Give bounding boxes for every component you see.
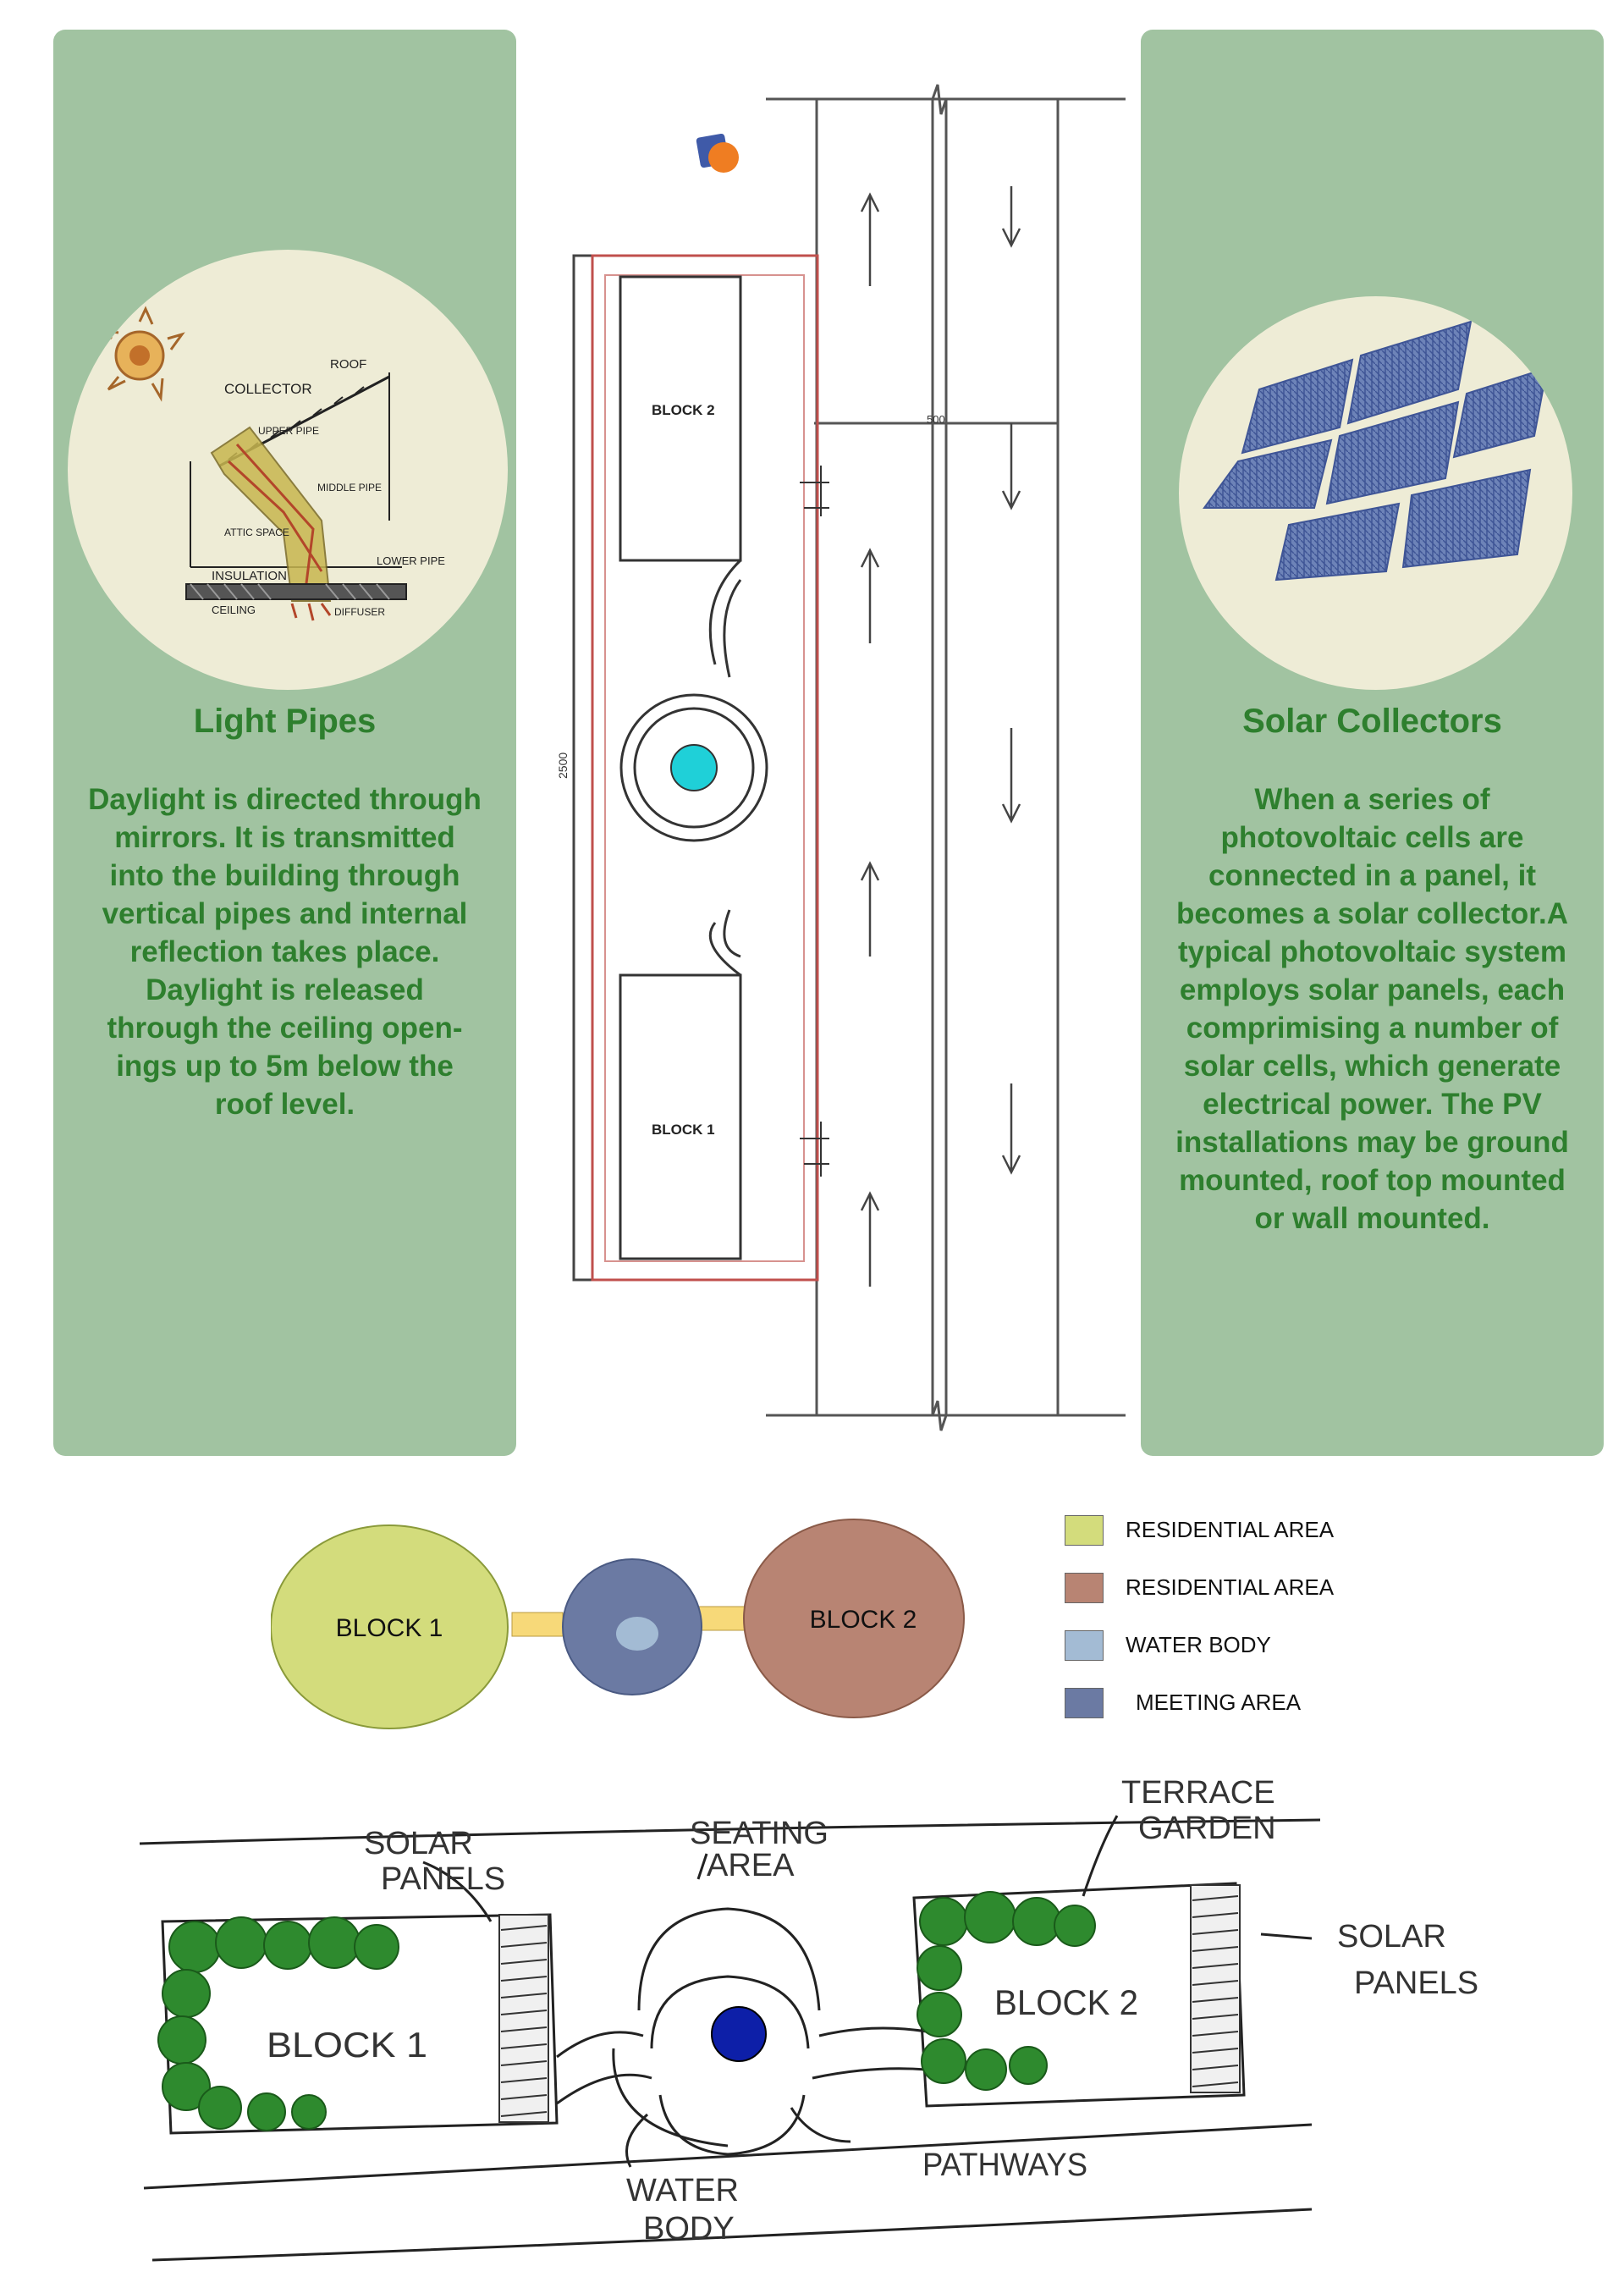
label-roof: ROOF: [330, 357, 366, 372]
label-lower-pipe: LOWER PIPE: [377, 554, 445, 567]
label-diffuser: DIFFUSER: [334, 606, 385, 618]
label-upper-pipe: UPPER PIPE: [258, 425, 319, 437]
solar-collectors-panel: Solar Collectors When a series of photov…: [1141, 30, 1604, 1456]
bubble-block-2: [743, 1519, 965, 1718]
sketch-label-block-2: BLOCK 2: [994, 1982, 1138, 2022]
legend: RESIDENTIAL AREA RESIDENTIAL AREA WATER …: [1065, 1515, 1403, 1752]
plan-label-block-1: BLOCK 1: [652, 1122, 715, 1138]
plan-block-1: [619, 973, 742, 1260]
legend-label: RESIDENTIAL AREA: [1126, 1574, 1335, 1600]
legend-label: WATER BODY: [1126, 1632, 1271, 1657]
sun-icon: [96, 306, 185, 402]
bubble-water-body: [616, 1617, 658, 1651]
legend-swatch: [1065, 1573, 1104, 1603]
label-insulation: INSULATION: [212, 569, 287, 583]
plan-block-2: [619, 275, 742, 562]
label-middle-pipe: MIDDLE PIPE: [317, 482, 382, 493]
logo-icon: [696, 133, 739, 173]
label-attic: ATTIC SPACE: [224, 527, 289, 538]
bubble-block-1: [271, 1524, 509, 1729]
sketch-label-block-1: BLOCK 1: [267, 2025, 427, 2065]
bubble-label-block-2: BLOCK 2: [810, 1606, 917, 1634]
plan-water-body: [670, 744, 718, 791]
legend-label: RESIDENTIAL AREA: [1126, 1517, 1335, 1542]
light-pipe: [210, 426, 332, 602]
solar-panel-icon: [1203, 320, 1549, 582]
site-plan: BLOCK 2 BLOCK 1 2500 500: [556, 84, 1126, 1431]
dimension-length: 2500: [556, 753, 570, 779]
legend-swatch: [1065, 1688, 1104, 1718]
solar-panels-sketch: [1179, 296, 1572, 690]
label-collector: COLLECTOR: [224, 381, 312, 397]
light-pipe-sketch: ROOF COLLECTOR UPPER PIPE MIDDLE PIPE AT…: [68, 250, 508, 690]
right-panel-title: Solar Collectors: [1242, 703, 1502, 740]
left-panel-body: Daylight is directed through mirrors. It…: [88, 783, 482, 1121]
label-ceiling: CEILING: [212, 604, 256, 616]
plan-label-block-2: BLOCK 2: [652, 402, 715, 418]
sketch-label-pathways: PATHWAYS: [922, 2147, 1087, 2183]
sketch-water-body: [711, 2006, 767, 2062]
connector-left: [511, 1612, 564, 1637]
legend-swatch: [1065, 1630, 1104, 1661]
right-panel-body: When a series of photovoltaic cells are …: [1175, 783, 1569, 1235]
bubble-diagram: BLOCK 1 BLOCK 2: [271, 1519, 965, 1729]
dimension-road: 500: [927, 413, 945, 426]
light-pipes-panel: ROOF COLLECTOR UPPER PIPE MIDDLE PIPE AT…: [53, 30, 516, 1456]
left-panel-title: Light Pipes: [193, 703, 377, 740]
terrace-garden: [157, 1891, 1096, 2131]
legend-swatch: [1065, 1515, 1104, 1546]
legend-label: MEETING AREA: [1136, 1690, 1302, 1715]
bubble-label-block-1: BLOCK 1: [336, 1614, 443, 1642]
